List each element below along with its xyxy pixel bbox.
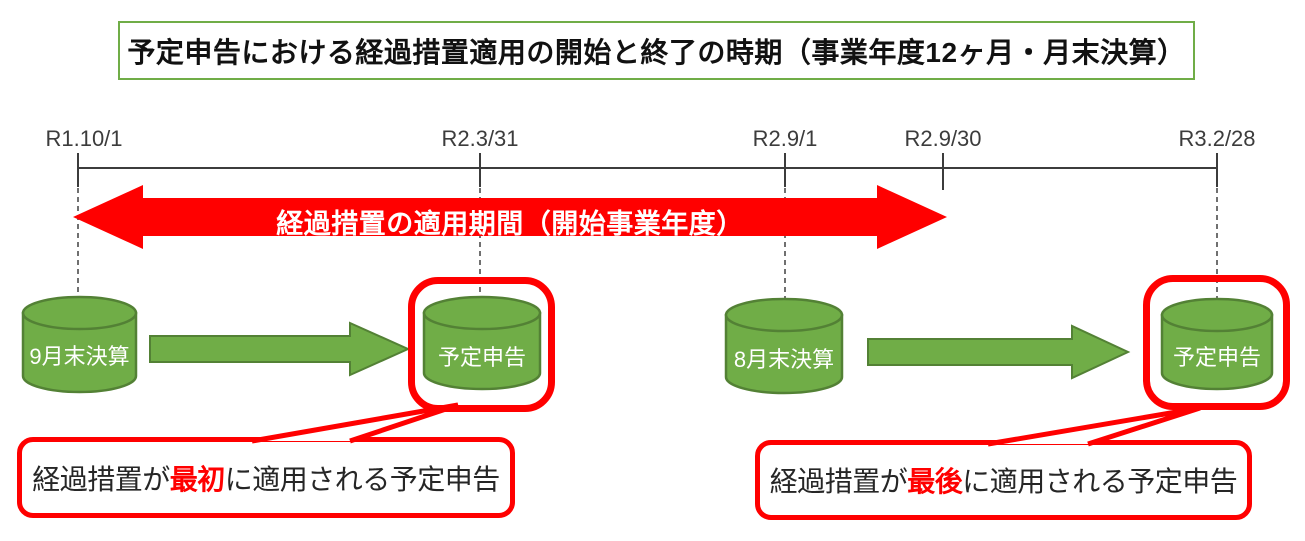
tick-label-r1-10-1: R1.10/1 <box>45 126 123 151</box>
diagram-title: 予定申告における経過措置適用の開始と終了の時期（事業年度12ヶ月・月末決算） <box>118 21 1195 80</box>
node-label-september-settlement: 9月末決算 <box>29 344 130 369</box>
callout-tail-right <box>987 405 1201 447</box>
callout-text-suffix: に適用される予定申告 <box>224 463 501 495</box>
callout-text-emphasis: 最後 <box>907 466 963 497</box>
flow-arrow-left <box>149 321 411 377</box>
tick-label-r2-9-1: R2.9/1 <box>752 126 818 151</box>
callout-text-emphasis: 最初 <box>169 463 226 495</box>
highlight-rect-first-return <box>408 277 555 412</box>
callout-text-prefix: 経過措置が <box>32 463 170 495</box>
highlight-rect-last-return <box>1143 275 1290 410</box>
callout-tail-left <box>251 402 459 444</box>
transition-period-arrow-label: 経過措置の適用期間（開始事業年度） <box>276 209 744 239</box>
tick-label-r3-2-28: R3.2/28 <box>1178 126 1256 151</box>
callout-text-suffix: に適用される予定申告 <box>962 466 1238 497</box>
tick-label-r2-3-31: R2.3/31 <box>441 126 519 151</box>
flow-arrow-right <box>867 324 1131 380</box>
callout-text-prefix: 経過措置が <box>769 466 908 497</box>
node-label-august-settlement: 8月末決算 <box>733 347 835 372</box>
callout-first-application: 経過措置が最初に適用される予定申告 <box>17 437 515 518</box>
callout-last-application: 経過措置が最後に適用される予定申告 <box>755 440 1252 520</box>
tick-label-r2-9-30: R2.9/30 <box>904 126 982 151</box>
